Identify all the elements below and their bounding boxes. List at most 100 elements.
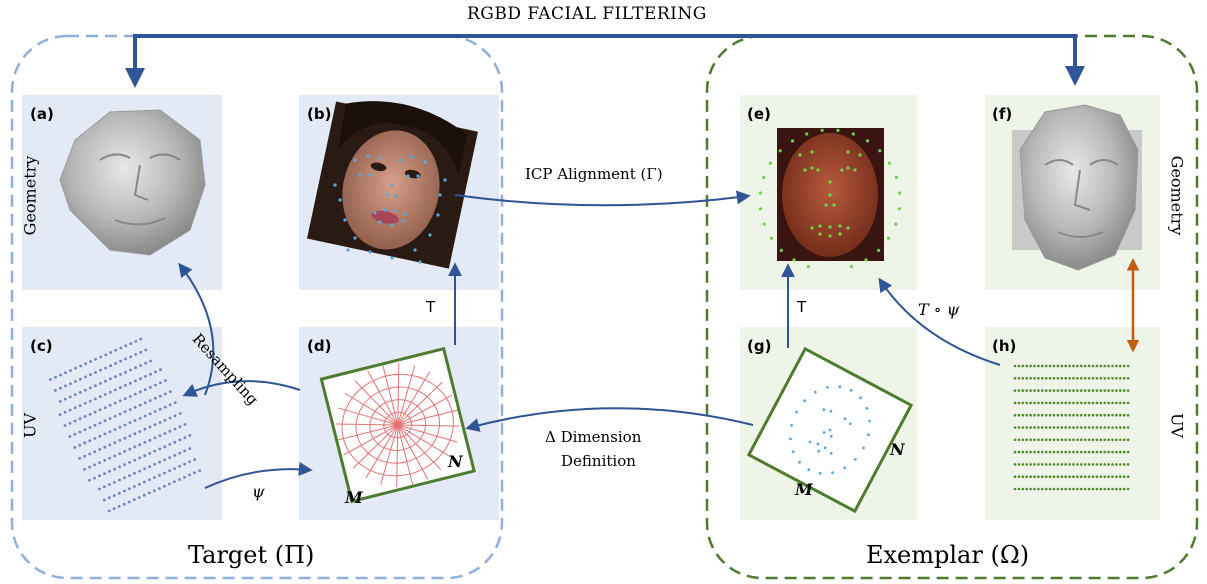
dot: [73, 406, 77, 410]
dot: [1107, 377, 1110, 380]
dot: [887, 236, 891, 240]
dot: [1087, 426, 1091, 429]
dot: [1064, 438, 1067, 442]
dot: [1029, 463, 1032, 466]
dot: [133, 458, 137, 462]
dot: [1048, 463, 1052, 466]
dot: [1107, 426, 1110, 429]
voronoi-ring: [355, 386, 441, 464]
dot: [98, 395, 102, 398]
dot: [1048, 438, 1052, 442]
dot: [128, 461, 132, 464]
dot: [1119, 426, 1122, 429]
voronoi-edge: [397, 381, 443, 426]
dot: [762, 175, 766, 180]
dot: [143, 414, 147, 418]
dot: [1115, 426, 1118, 429]
dot: [1083, 438, 1087, 442]
dot: [1126, 413, 1130, 417]
dot: [173, 401, 177, 404]
dot: [127, 487, 131, 491]
dot: [133, 419, 137, 422]
dot: [158, 407, 162, 411]
dot: [78, 430, 82, 434]
dot: [1087, 463, 1091, 466]
dot: [1041, 475, 1044, 479]
dot: [134, 366, 138, 370]
dot: [64, 371, 67, 375]
dot: [390, 256, 394, 260]
dot: [816, 168, 820, 172]
dot: [1060, 401, 1064, 405]
uv-label-left: UV: [20, 412, 40, 439]
dot: [897, 207, 902, 211]
dot: [1017, 450, 1021, 454]
psi-label: ψ: [252, 482, 265, 501]
dot: [1103, 463, 1106, 466]
dot: [1017, 475, 1021, 479]
dot: [807, 468, 811, 472]
dot: [94, 384, 97, 388]
dot: [103, 419, 107, 423]
dot: [1037, 487, 1040, 491]
dot: [1033, 389, 1036, 392]
dot: [1052, 401, 1056, 405]
dot: [1068, 364, 1071, 368]
dot: [133, 432, 137, 436]
arrow-psi: [204, 462, 313, 489]
dot: [867, 433, 870, 437]
dot: [139, 364, 143, 367]
dot: [1033, 475, 1036, 479]
dot: [894, 175, 898, 180]
dot: [133, 471, 136, 475]
dot: [386, 193, 390, 197]
dot: [817, 449, 821, 453]
dot: [1076, 364, 1079, 368]
dot: [64, 384, 67, 388]
dot: [1119, 364, 1122, 368]
dot: [159, 368, 162, 372]
dot: [49, 378, 52, 381]
dot: [1111, 487, 1114, 491]
dot: [888, 161, 892, 165]
panel-c-label: (c): [30, 337, 53, 355]
dot: [1080, 364, 1083, 368]
dot: [163, 405, 167, 409]
dot: [103, 393, 107, 396]
dot: [163, 432, 167, 435]
dot: [88, 478, 91, 482]
dot: [1013, 475, 1017, 479]
dot: [865, 139, 870, 143]
dot: [1099, 401, 1103, 405]
dot: [104, 353, 108, 357]
dot: [846, 150, 850, 154]
dot: [818, 232, 822, 236]
dot: [443, 178, 447, 182]
dot: [1048, 364, 1052, 368]
dot: [1083, 426, 1087, 429]
dot: [1122, 401, 1126, 405]
dot: [1056, 475, 1060, 479]
dot: [1080, 389, 1083, 392]
dot: [1056, 401, 1060, 405]
voronoi-edge: [367, 370, 399, 426]
dot: [1076, 450, 1079, 454]
dot: [1099, 364, 1103, 368]
dot: [1017, 463, 1021, 466]
dot: [1126, 487, 1130, 491]
dot: [173, 454, 177, 457]
dot: [1060, 463, 1064, 466]
dot: [1037, 389, 1040, 392]
dot: [193, 458, 197, 461]
dot: [1080, 438, 1083, 442]
dot: [853, 168, 857, 172]
dot: [153, 462, 157, 466]
dot: [1087, 475, 1091, 479]
dot: [107, 496, 111, 500]
voronoi-ring: [369, 399, 427, 451]
dot: [1060, 438, 1064, 442]
dot: [1068, 389, 1071, 392]
dot: [103, 445, 107, 449]
dot: [144, 375, 147, 378]
dot: [428, 233, 432, 237]
